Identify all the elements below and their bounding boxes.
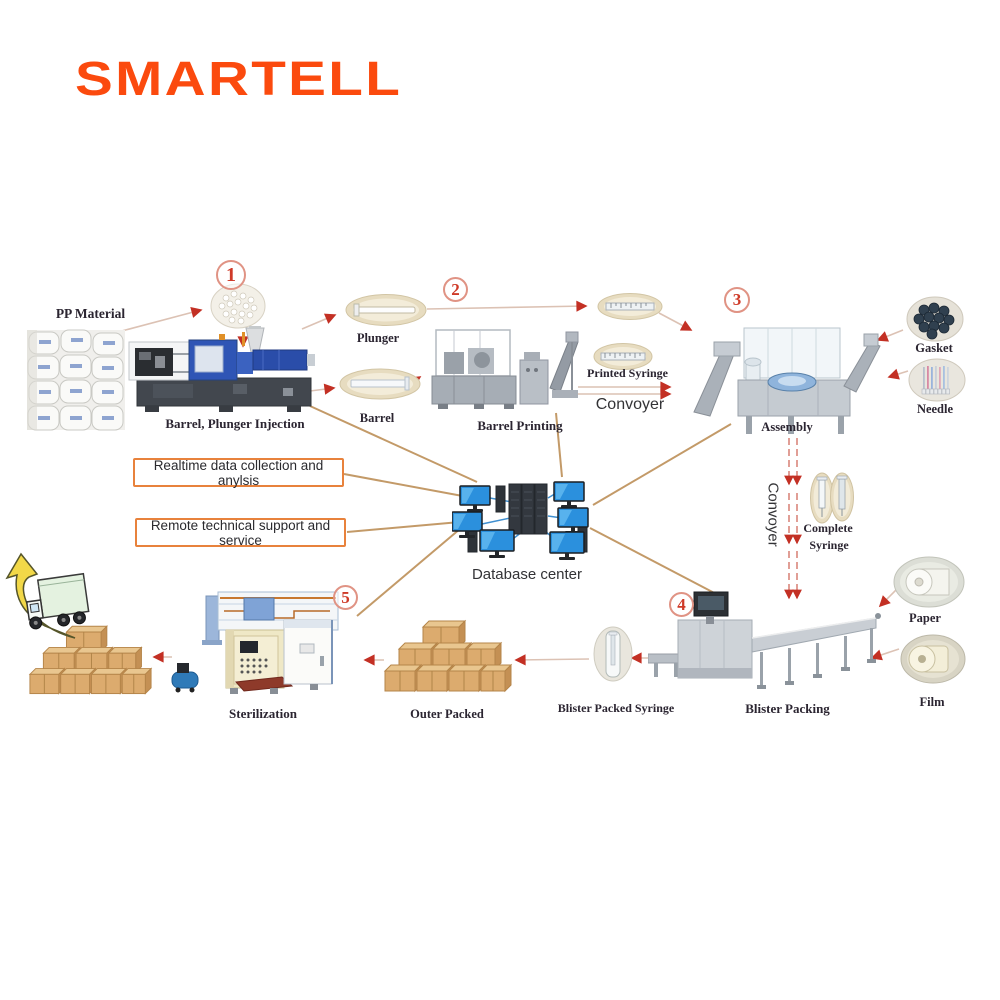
label-injection: Barrel, Plunger Injection xyxy=(165,416,305,431)
database-center-image xyxy=(452,481,589,560)
smartell-logo: SMARTELL xyxy=(75,53,403,106)
callout-remote-support: Remote technical support and service xyxy=(135,518,346,548)
step-circle-3: 3 xyxy=(724,287,750,313)
callout-realtime-data: Realtime data collection and anylsis xyxy=(133,458,344,488)
label-barrel: Barrel xyxy=(359,411,395,425)
step-circle-2: 2 xyxy=(443,277,468,302)
label-paper: Paper xyxy=(909,611,941,625)
label-sterilization: Sterilization xyxy=(229,706,297,721)
label-assembly: Assembly xyxy=(761,420,813,434)
injection-molding-machine-image xyxy=(128,326,315,412)
outer-packed-boxes-image xyxy=(383,619,513,693)
label-gasket: Gasket xyxy=(915,341,953,355)
label-plunger: Plunger xyxy=(356,331,400,345)
paper-roll-image xyxy=(893,556,965,608)
shipped-boxes-image xyxy=(28,625,153,695)
label-convoyer-vertical: Convoyer xyxy=(764,482,782,547)
blister-packed-syringe-image xyxy=(593,626,633,682)
label-complete-syringe-line1: Complete xyxy=(803,521,853,535)
printed-syringe-top-image xyxy=(597,293,663,320)
label-needle: Needle xyxy=(916,402,954,416)
gasket-part-image xyxy=(906,296,964,342)
label-blister-packing: Blister Packing xyxy=(745,701,830,716)
barrel-printing-machine-image xyxy=(431,329,579,409)
label-barrel-printing: Barrel Printing xyxy=(477,418,563,433)
printed-syringe-image xyxy=(593,343,653,370)
step-circle-1: 1 xyxy=(216,260,246,290)
plunger-part-image xyxy=(345,294,427,326)
blister-packing-machine-image xyxy=(648,591,881,689)
label-blister-packed-syringe: Blister Packed Syringe xyxy=(557,701,675,715)
assembly-machine-image xyxy=(693,327,881,434)
label-complete-syringe-line2: Syringe xyxy=(809,538,849,552)
sterilization-machine-image xyxy=(171,591,339,694)
label-pp-material: PP Material xyxy=(55,306,126,321)
label-film: Film xyxy=(919,695,945,709)
label-outer-packed: Outer Packed xyxy=(410,707,484,721)
label-printed-syringe: Printed Syringe xyxy=(587,366,668,380)
label-convoyer-horizontal: Convoyer xyxy=(595,396,665,413)
barrel-part-image xyxy=(339,368,421,400)
pp-material-bags-image xyxy=(27,329,125,431)
delivery-truck-image xyxy=(5,552,90,639)
step-circle-4: 4 xyxy=(669,592,694,617)
step-circle-5: 5 xyxy=(333,585,358,610)
film-roll-image xyxy=(900,634,966,684)
needle-part-image xyxy=(908,358,966,402)
complete-syringe-image xyxy=(810,472,854,524)
pp-pellets-image xyxy=(210,283,266,329)
label-database-center: Database center xyxy=(471,566,583,583)
